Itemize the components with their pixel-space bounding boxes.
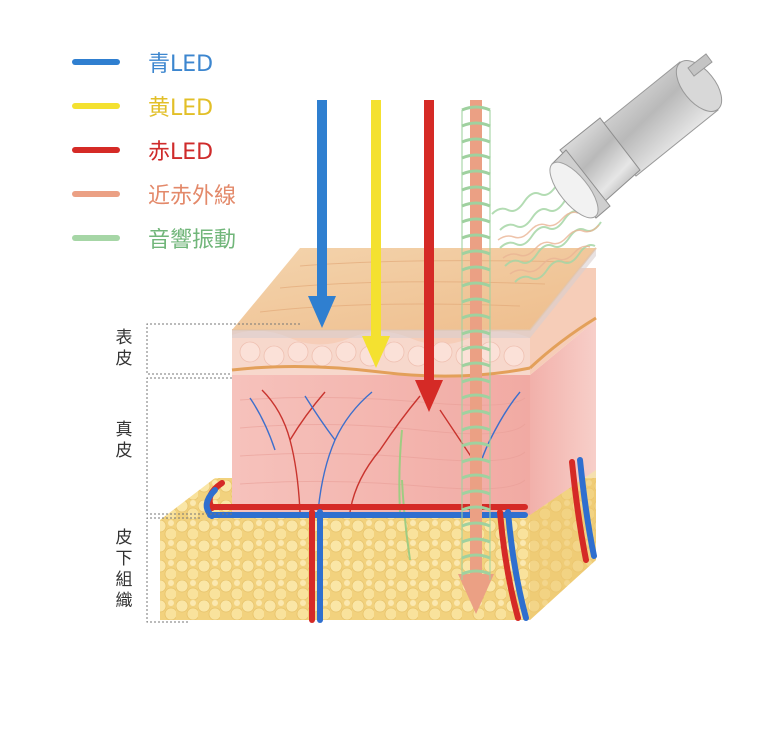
legend-swatch: [72, 147, 120, 153]
legend-label: 赤LED: [148, 140, 214, 165]
dermis-label: 真皮: [115, 420, 133, 461]
yellow-led-arrow: [362, 100, 390, 368]
layer-brackets: [146, 323, 300, 623]
legend-swatch: [72, 191, 120, 197]
legend-label: 音響振動: [148, 228, 237, 253]
legend-label: 近赤外線: [148, 184, 237, 209]
sonic-vibration-coil: [461, 105, 491, 580]
legend-label: 青LED: [148, 52, 214, 77]
red-led-arrow: [415, 100, 443, 412]
handheld-probe-icon: [549, 53, 723, 219]
epidermis-label: 表皮: [115, 328, 133, 369]
device-wave-beam-warm: [497, 211, 600, 275]
blue-led-arrow: [308, 100, 336, 328]
legend-swatch: [72, 235, 120, 241]
legend-swatch: [72, 59, 120, 65]
legend-label: 黄LED: [148, 96, 214, 121]
subcutaneous-label: 皮下組織: [115, 528, 133, 611]
legend-swatch: [72, 103, 120, 109]
